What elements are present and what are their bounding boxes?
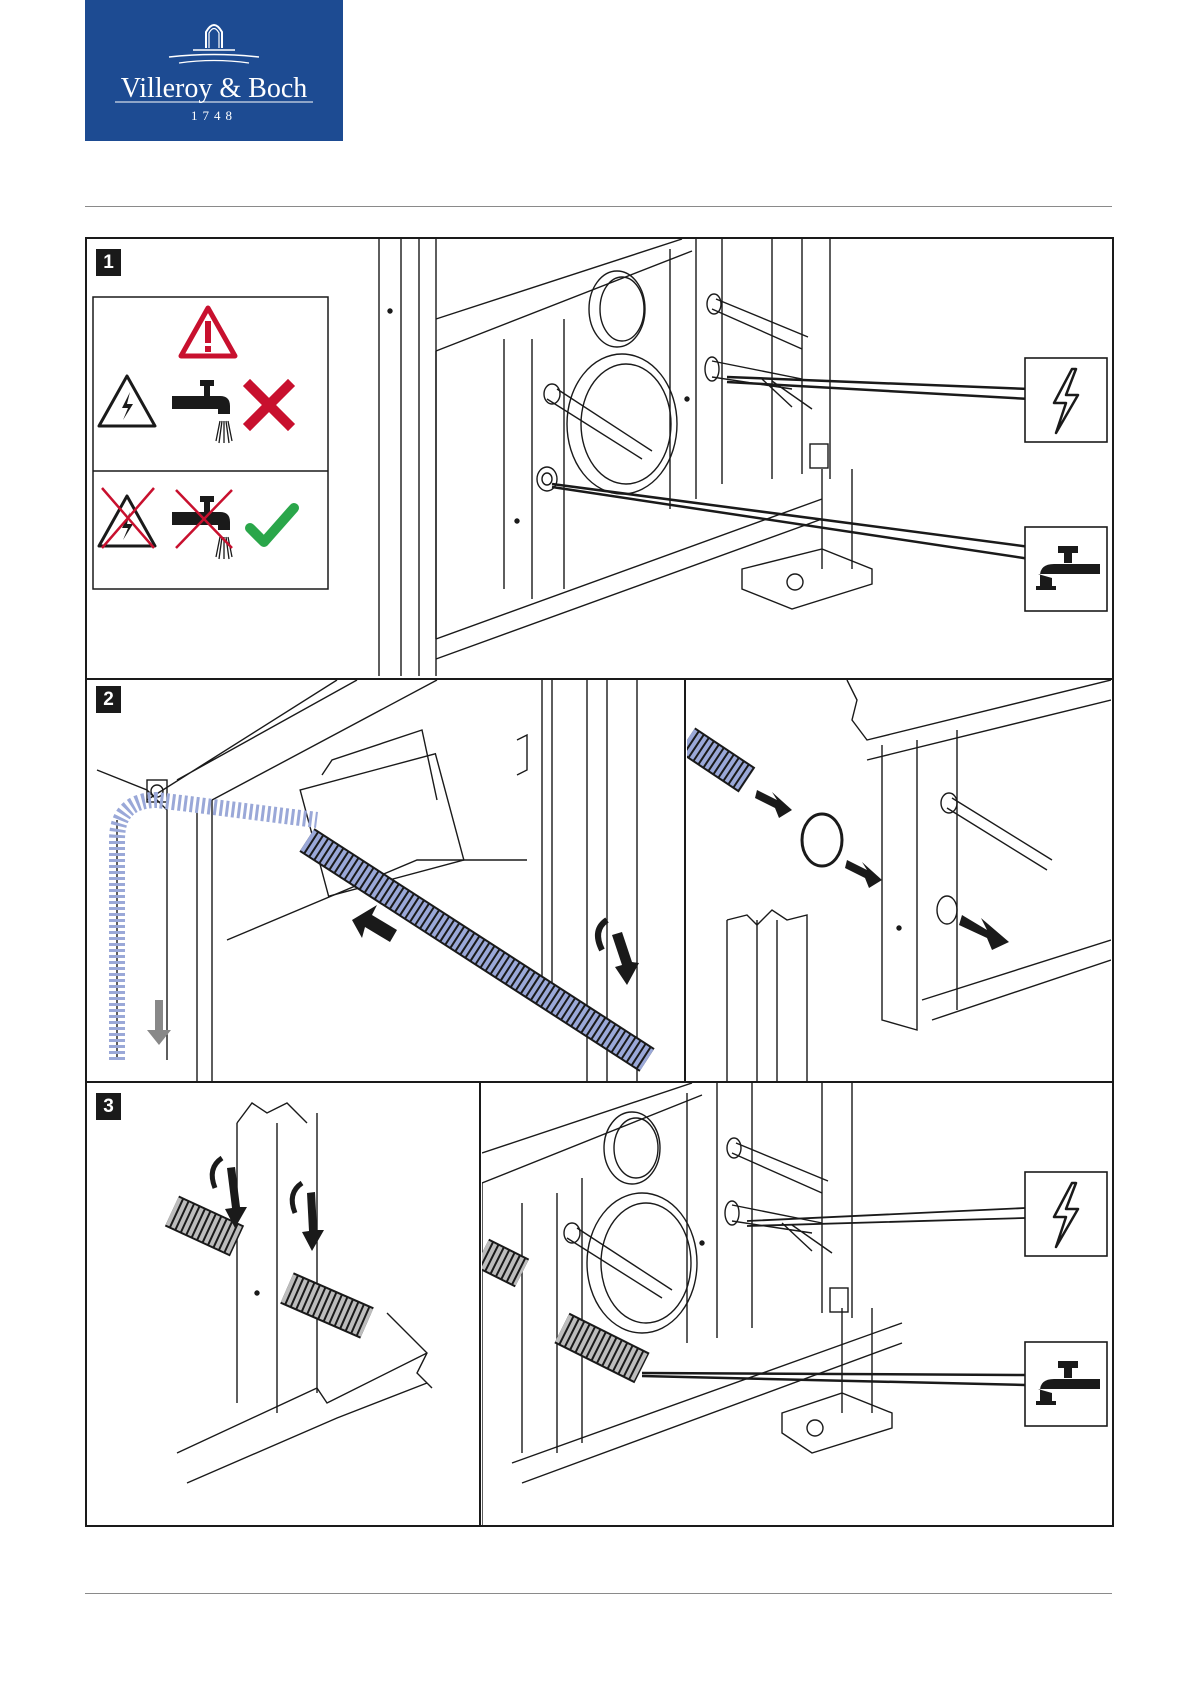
step-2-ring-removal — [687, 680, 1111, 1081]
step-1-number: 1 — [96, 249, 121, 276]
step-3-panel: 3 — [87, 1083, 1112, 1525]
brand-logo: Villeroy & Boch 1748 — [85, 0, 343, 141]
water-callout — [1024, 1341, 1108, 1427]
step-2-panel: 2 — [87, 680, 1112, 1083]
push-arrow-icon — [352, 905, 397, 942]
clip-arrow-icon — [302, 1192, 324, 1251]
water-callout — [1024, 526, 1108, 612]
step-2-divider — [684, 680, 686, 1081]
step-2-hose-insertion — [87, 680, 682, 1081]
brand-name: Villeroy & Boch — [121, 73, 308, 104]
move-arrow-icon — [845, 860, 882, 888]
installation-figure: 1 — [85, 237, 1114, 1527]
header-rule — [85, 206, 1112, 207]
voltage-callout — [1024, 357, 1108, 443]
step-1-panel: 1 — [87, 239, 1112, 680]
step-3-divider — [479, 1083, 481, 1525]
move-arrow-icon — [755, 790, 792, 818]
step-3-clip-hose — [87, 1083, 477, 1525]
brand-year: 1748 — [191, 108, 237, 123]
step-3-frame-illustration — [482, 1083, 1110, 1525]
step-1-frame-illustration — [352, 239, 1112, 676]
remove-arrow-icon — [959, 915, 1009, 950]
footer-rule — [85, 1593, 1112, 1594]
safety-table — [92, 296, 332, 596]
clip-arrow-icon — [612, 932, 639, 985]
voltage-callout — [1024, 1171, 1108, 1257]
